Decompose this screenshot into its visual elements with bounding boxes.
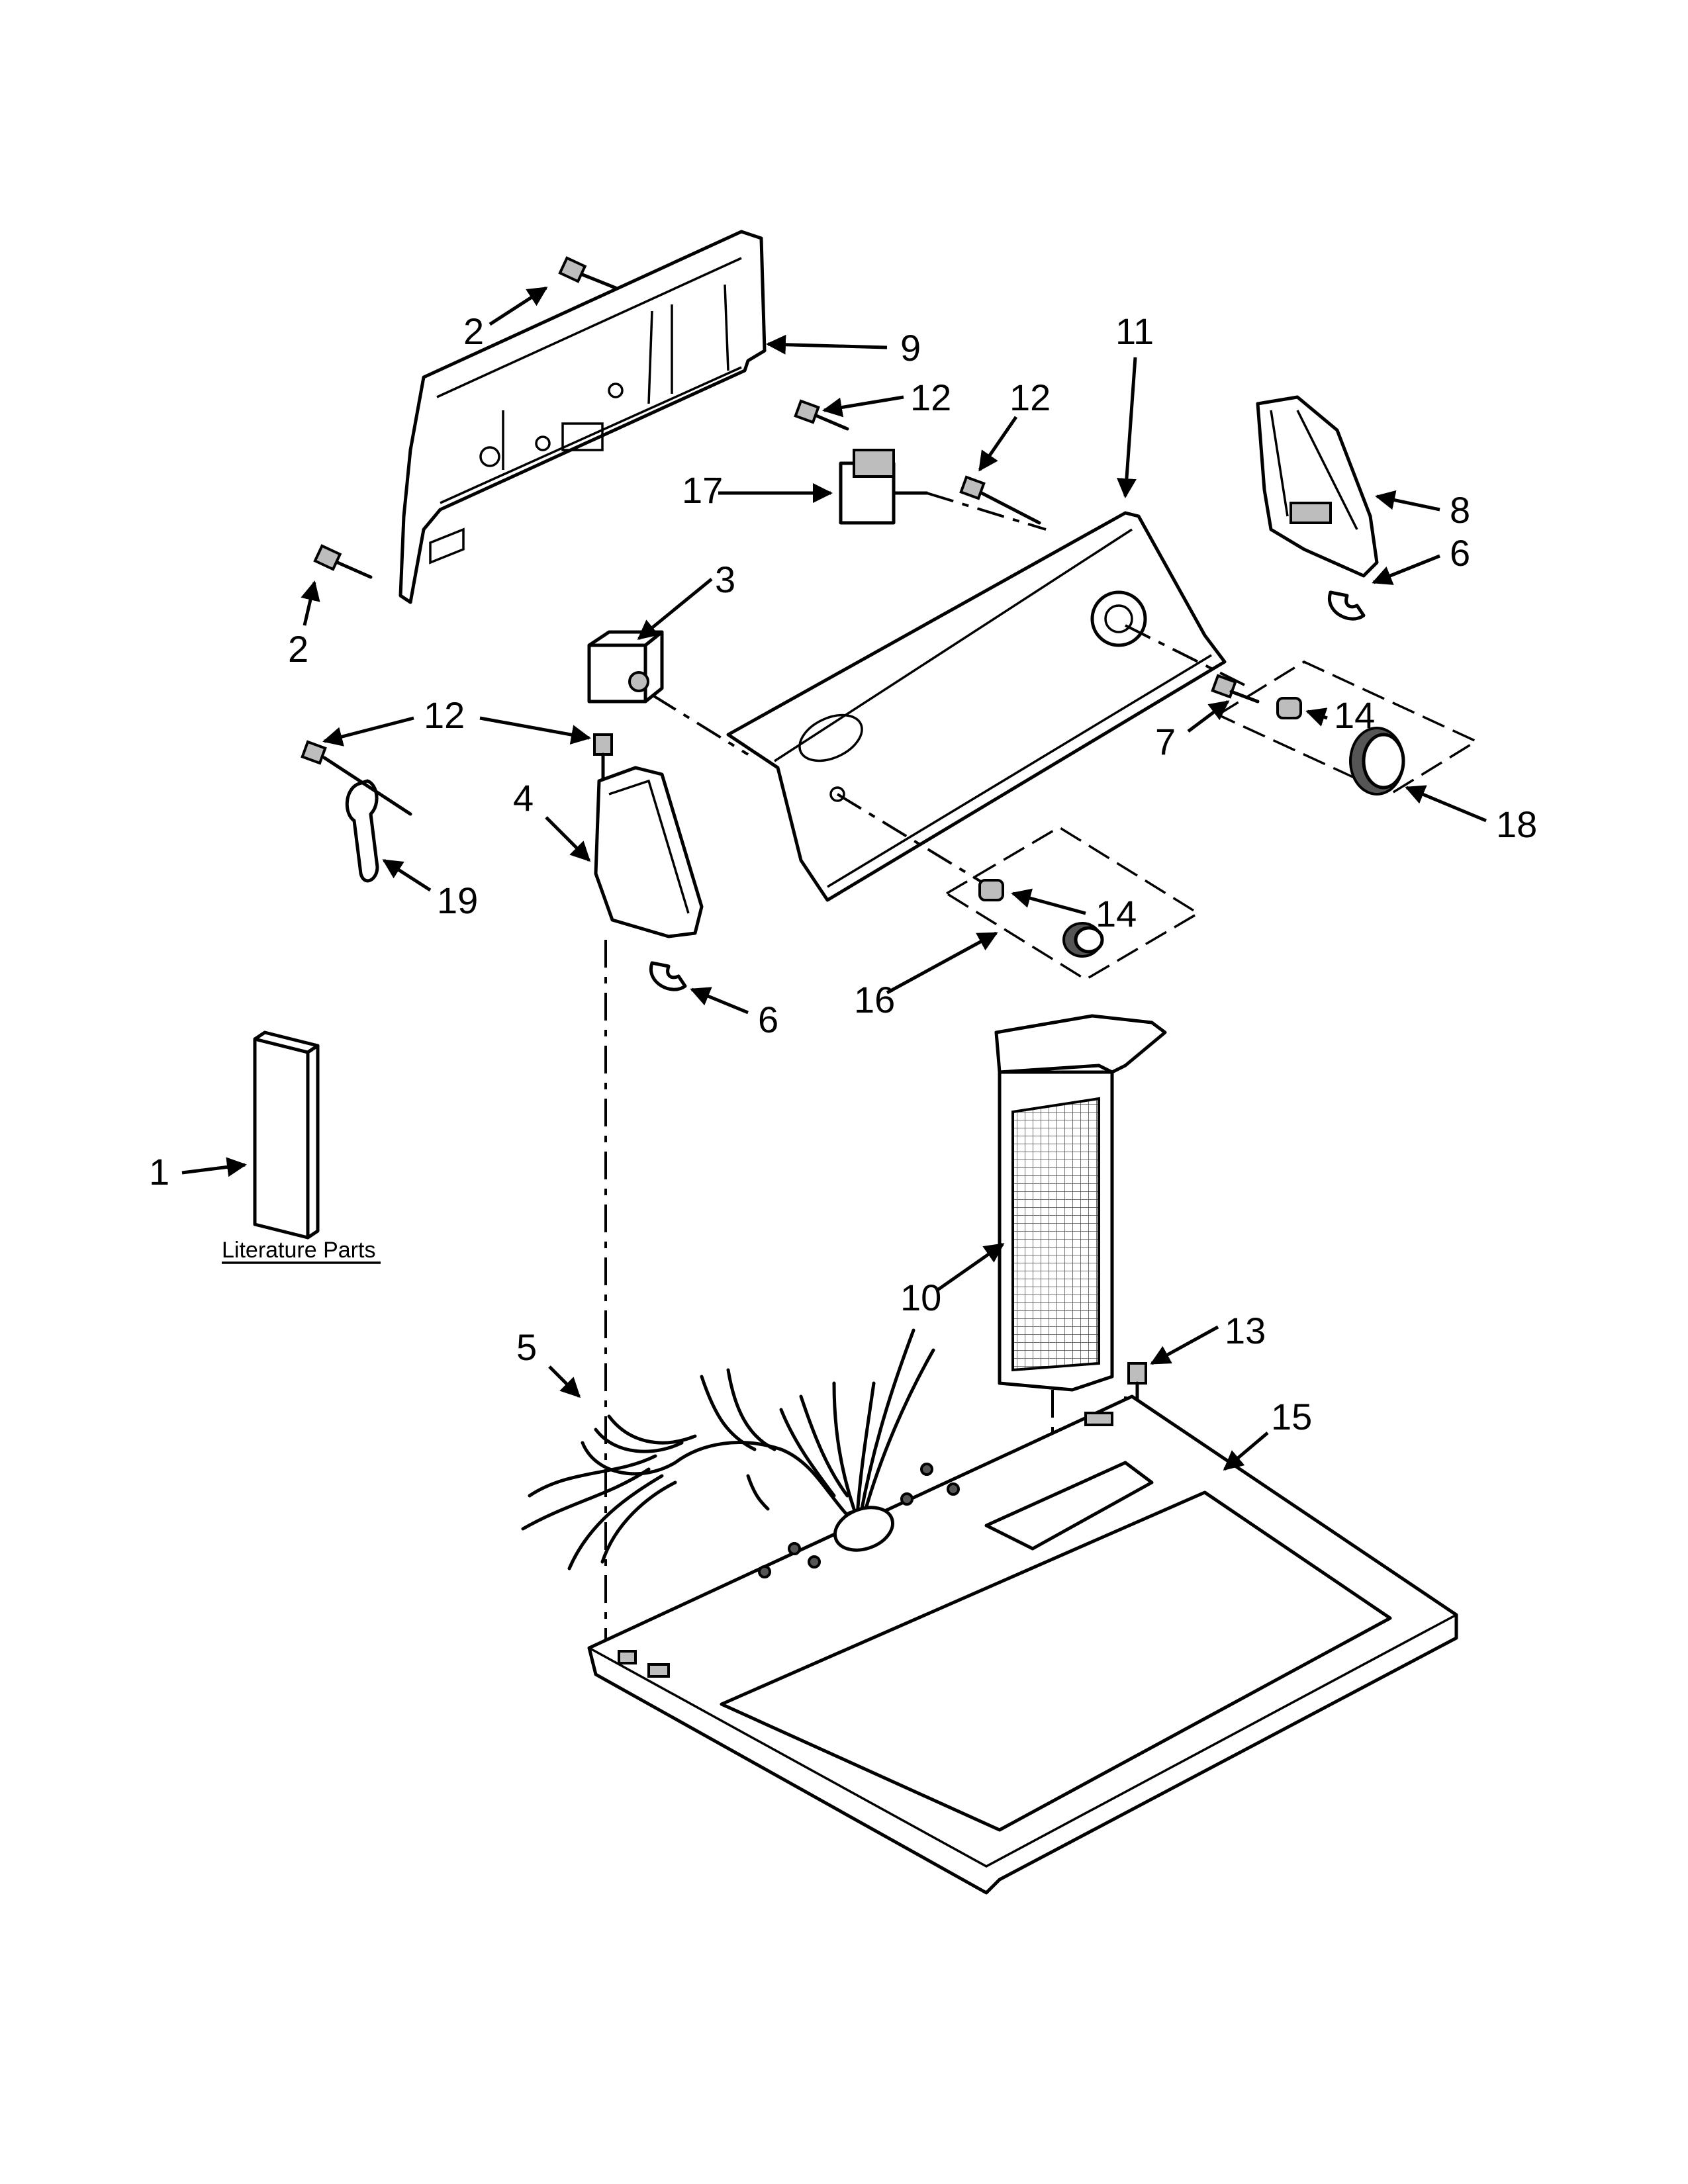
callout-13: 13 xyxy=(1225,1310,1266,1351)
callout-2: 2 xyxy=(288,628,308,670)
leader-arrows xyxy=(181,286,1487,1471)
callouts: 1 2 2 3 4 5 6 6 7 8 9 10 11 12 12 12 13 … xyxy=(149,310,1537,1437)
callout-10: 10 xyxy=(900,1277,941,1318)
callout-7: 7 xyxy=(1155,721,1176,762)
literature-part xyxy=(253,1030,320,1240)
callout-14: 14 xyxy=(1096,893,1137,934)
top-panel-part xyxy=(587,1394,1458,1895)
lint-screen-part xyxy=(994,1014,1167,1516)
callout-6: 6 xyxy=(1450,532,1470,574)
callout-9: 9 xyxy=(900,327,921,369)
right-endcap-part xyxy=(1256,395,1379,578)
knob-assembly-part xyxy=(1215,660,1479,796)
callout-19: 19 xyxy=(437,880,478,921)
screw-icon xyxy=(558,256,618,290)
screw-icon xyxy=(794,399,849,431)
clip-part xyxy=(1327,590,1366,621)
callout-18: 18 xyxy=(1496,803,1537,845)
callout-14: 14 xyxy=(1334,694,1375,736)
callout-17: 17 xyxy=(682,469,723,511)
button-assembly-part xyxy=(944,825,1201,981)
bracket-part xyxy=(301,740,412,883)
callout-3: 3 xyxy=(715,559,735,600)
callout-15: 15 xyxy=(1271,1396,1312,1437)
left-endcap-part xyxy=(593,733,704,1641)
callout-5: 5 xyxy=(516,1326,537,1368)
literature-parts-label: Literature Parts xyxy=(222,1238,375,1263)
callout-8: 8 xyxy=(1450,489,1470,531)
callout-2: 2 xyxy=(463,310,484,352)
callout-12: 12 xyxy=(910,377,951,418)
rear-bracket-part xyxy=(399,230,767,604)
screw-icon xyxy=(959,475,1041,525)
callout-6: 6 xyxy=(758,999,778,1040)
callout-1: 1 xyxy=(149,1151,169,1193)
screw-icon xyxy=(313,544,373,579)
callout-16: 16 xyxy=(854,979,895,1021)
console-panel-part xyxy=(726,511,1245,902)
timer-part xyxy=(839,449,1047,531)
switch-part xyxy=(587,630,749,756)
callout-4: 4 xyxy=(513,777,534,819)
callout-12: 12 xyxy=(424,694,465,736)
screw-icon xyxy=(1211,674,1260,704)
callout-12: 12 xyxy=(1009,377,1051,418)
callout-11: 11 xyxy=(1115,310,1154,352)
clip-part xyxy=(649,961,687,991)
